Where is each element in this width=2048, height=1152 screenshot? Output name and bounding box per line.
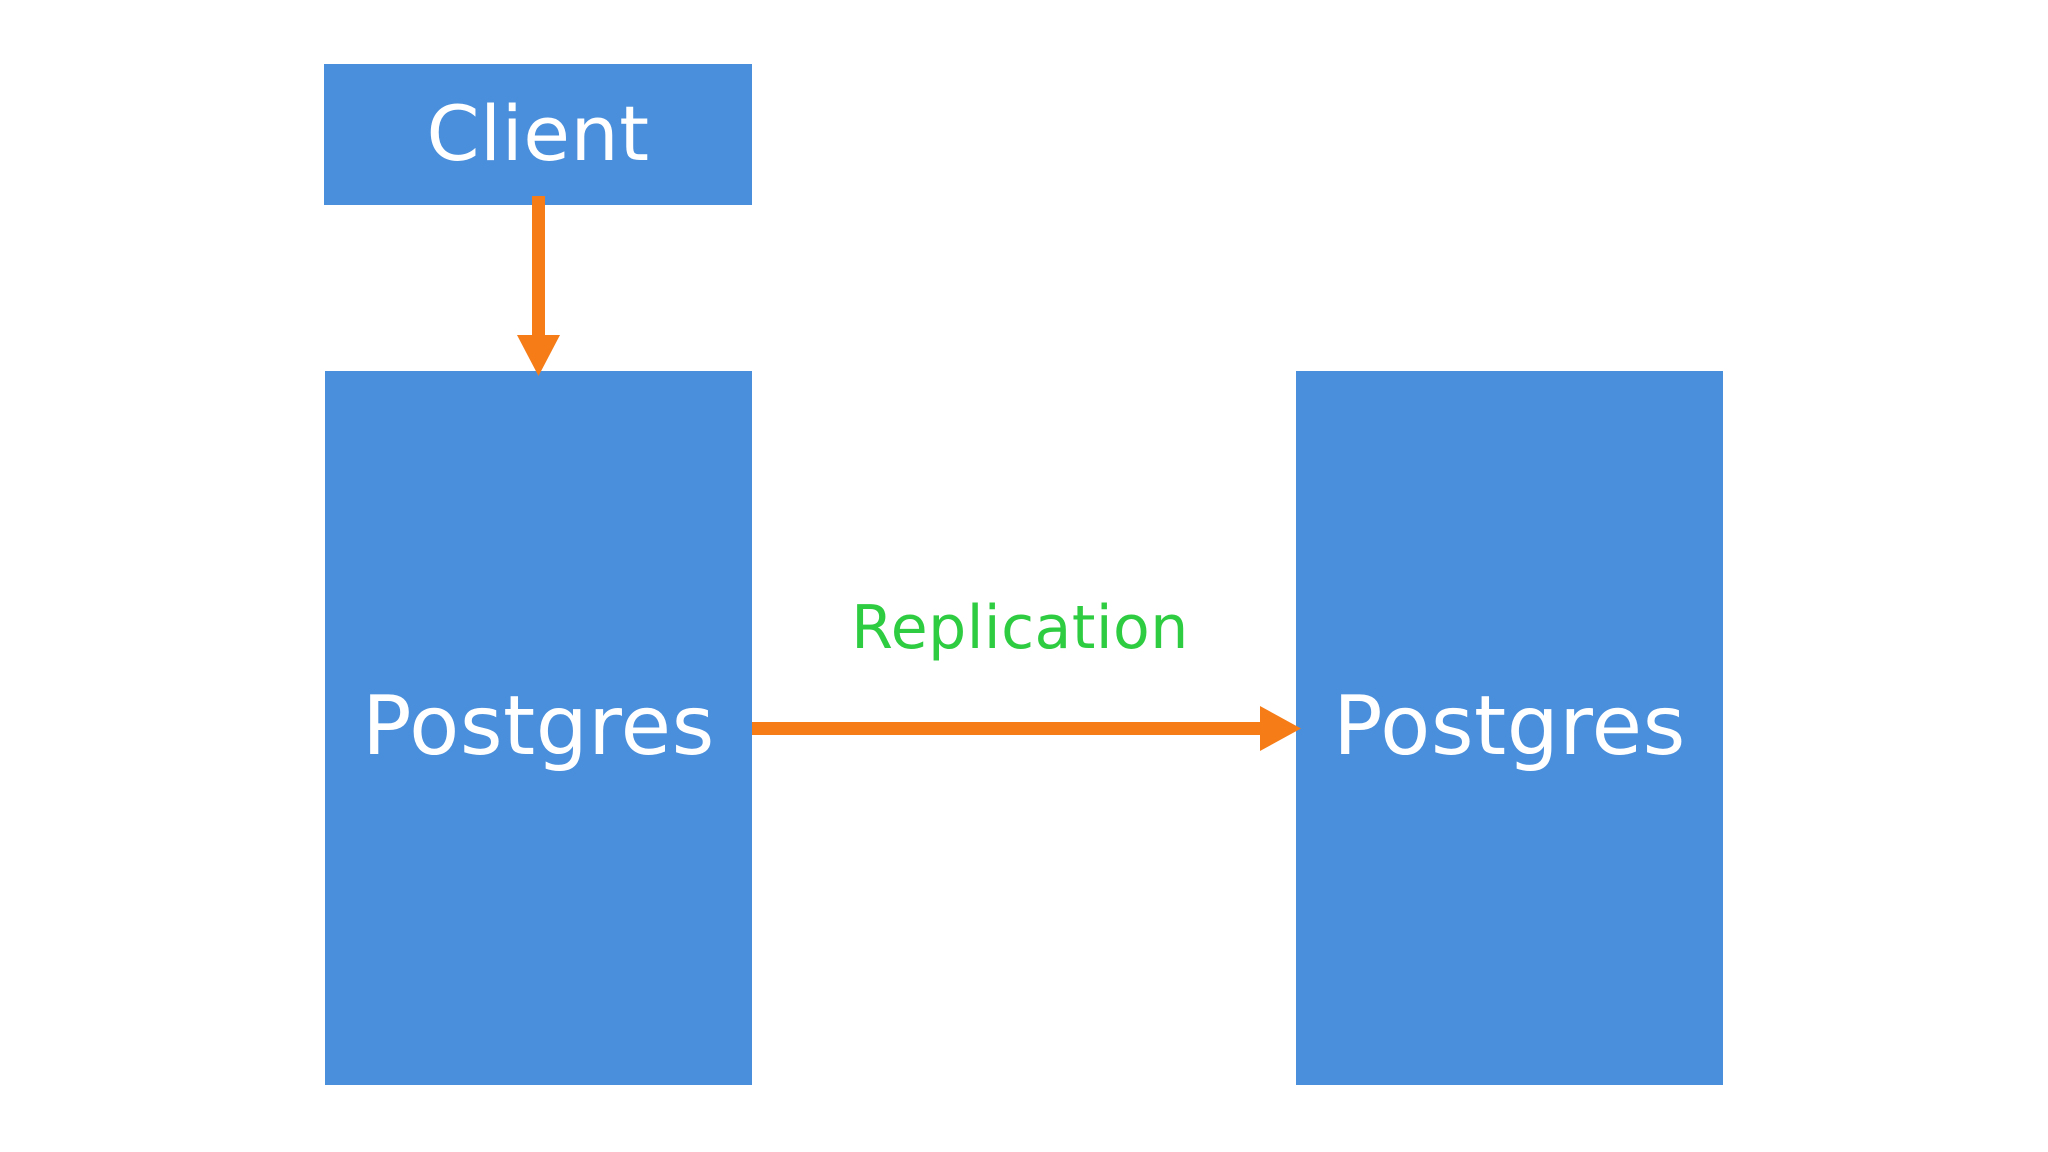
node-client-label: Client xyxy=(426,88,650,178)
node-postgres-replica[interactable]: Postgres xyxy=(1296,371,1723,1085)
node-client[interactable]: Client xyxy=(324,64,752,205)
arrow-client-to-primary-icon xyxy=(517,196,560,376)
node-postgres-replica-label: Postgres xyxy=(1333,679,1686,774)
edge-label-replication: Replication xyxy=(851,593,1189,663)
arrow-primary-to-replica-icon xyxy=(752,706,1301,751)
node-postgres-primary-label: Postgres xyxy=(362,679,715,774)
node-postgres-primary[interactable]: Postgres xyxy=(325,371,752,1085)
